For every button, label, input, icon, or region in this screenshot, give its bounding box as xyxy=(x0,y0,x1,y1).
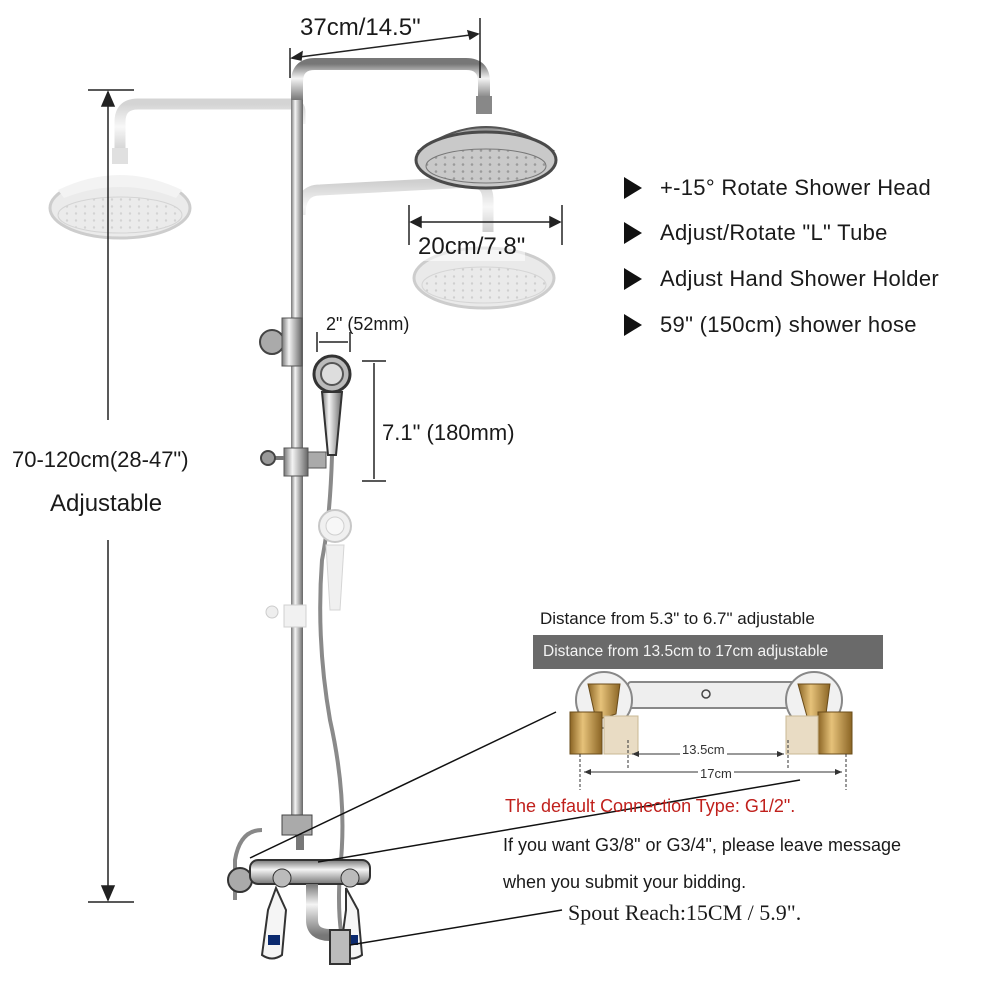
default-connection-note: The default Connection Type: G1/2". xyxy=(505,796,796,816)
top-arm-joint xyxy=(476,96,492,114)
feature-item: Adjust/Rotate "L" Tube xyxy=(624,210,994,256)
feature-item: 59" (150cm) shower hose xyxy=(624,302,994,348)
connector-title-cm-banner: Distance from 13.5cm to 17cm adjustable xyxy=(533,635,883,669)
head-diameter-label: 20cm/7.8" xyxy=(418,233,526,261)
spout-reach-note: Spout Reach:15CM / 5.9". xyxy=(568,900,802,925)
height-range-label: 70-120cm(28-47") xyxy=(12,447,189,472)
connector-outer-label: 17cm xyxy=(698,766,734,781)
upper-wall-bracket xyxy=(259,317,303,367)
feature-text: Adjust Hand Shower Holder xyxy=(660,266,939,291)
feature-text: Adjust/Rotate "L" Tube xyxy=(660,220,888,245)
triangle-right-icon xyxy=(624,268,642,290)
ghost-hand-shower xyxy=(265,509,352,628)
feature-item: +-15° Rotate Shower Head xyxy=(624,166,994,210)
ghost-left-arm xyxy=(48,98,306,240)
top-arm xyxy=(291,58,490,100)
triangle-right-icon xyxy=(624,177,642,199)
feature-text: +-15° Rotate Shower Head xyxy=(660,175,931,200)
slide-holder xyxy=(260,447,327,477)
triangle-right-icon xyxy=(624,222,642,244)
connector-title-inches: Distance from 5.3" to 6.7" adjustable xyxy=(540,609,815,628)
feature-text: 59" (150cm) shower hose xyxy=(660,312,917,337)
main-shower-head xyxy=(414,126,558,190)
height-note-label: Adjustable xyxy=(50,490,163,517)
tub-mixer xyxy=(227,814,371,965)
dimension-lines xyxy=(88,18,563,903)
hand-shower xyxy=(312,354,352,961)
feature-list: +-15° Rotate Shower Head Adjust/Rotate "… xyxy=(624,166,994,348)
alt-connection-note: If you want G3/8" or G3/4", please leave… xyxy=(503,835,901,855)
top-arm-width-label: 37cm/14.5" xyxy=(300,14,421,41)
leader-lines xyxy=(249,711,801,946)
bidding-note: when you submit your bidding. xyxy=(503,872,747,892)
feature-item: Adjust Hand Shower Holder xyxy=(624,256,994,302)
connector-image xyxy=(569,671,853,790)
handheld-length-label: 7.1" (180mm) xyxy=(382,420,515,445)
handheld-diameter-label: 2" (52mm) xyxy=(326,314,410,334)
connector-inner-label: 13.5cm xyxy=(680,742,727,757)
triangle-right-icon xyxy=(624,314,642,336)
